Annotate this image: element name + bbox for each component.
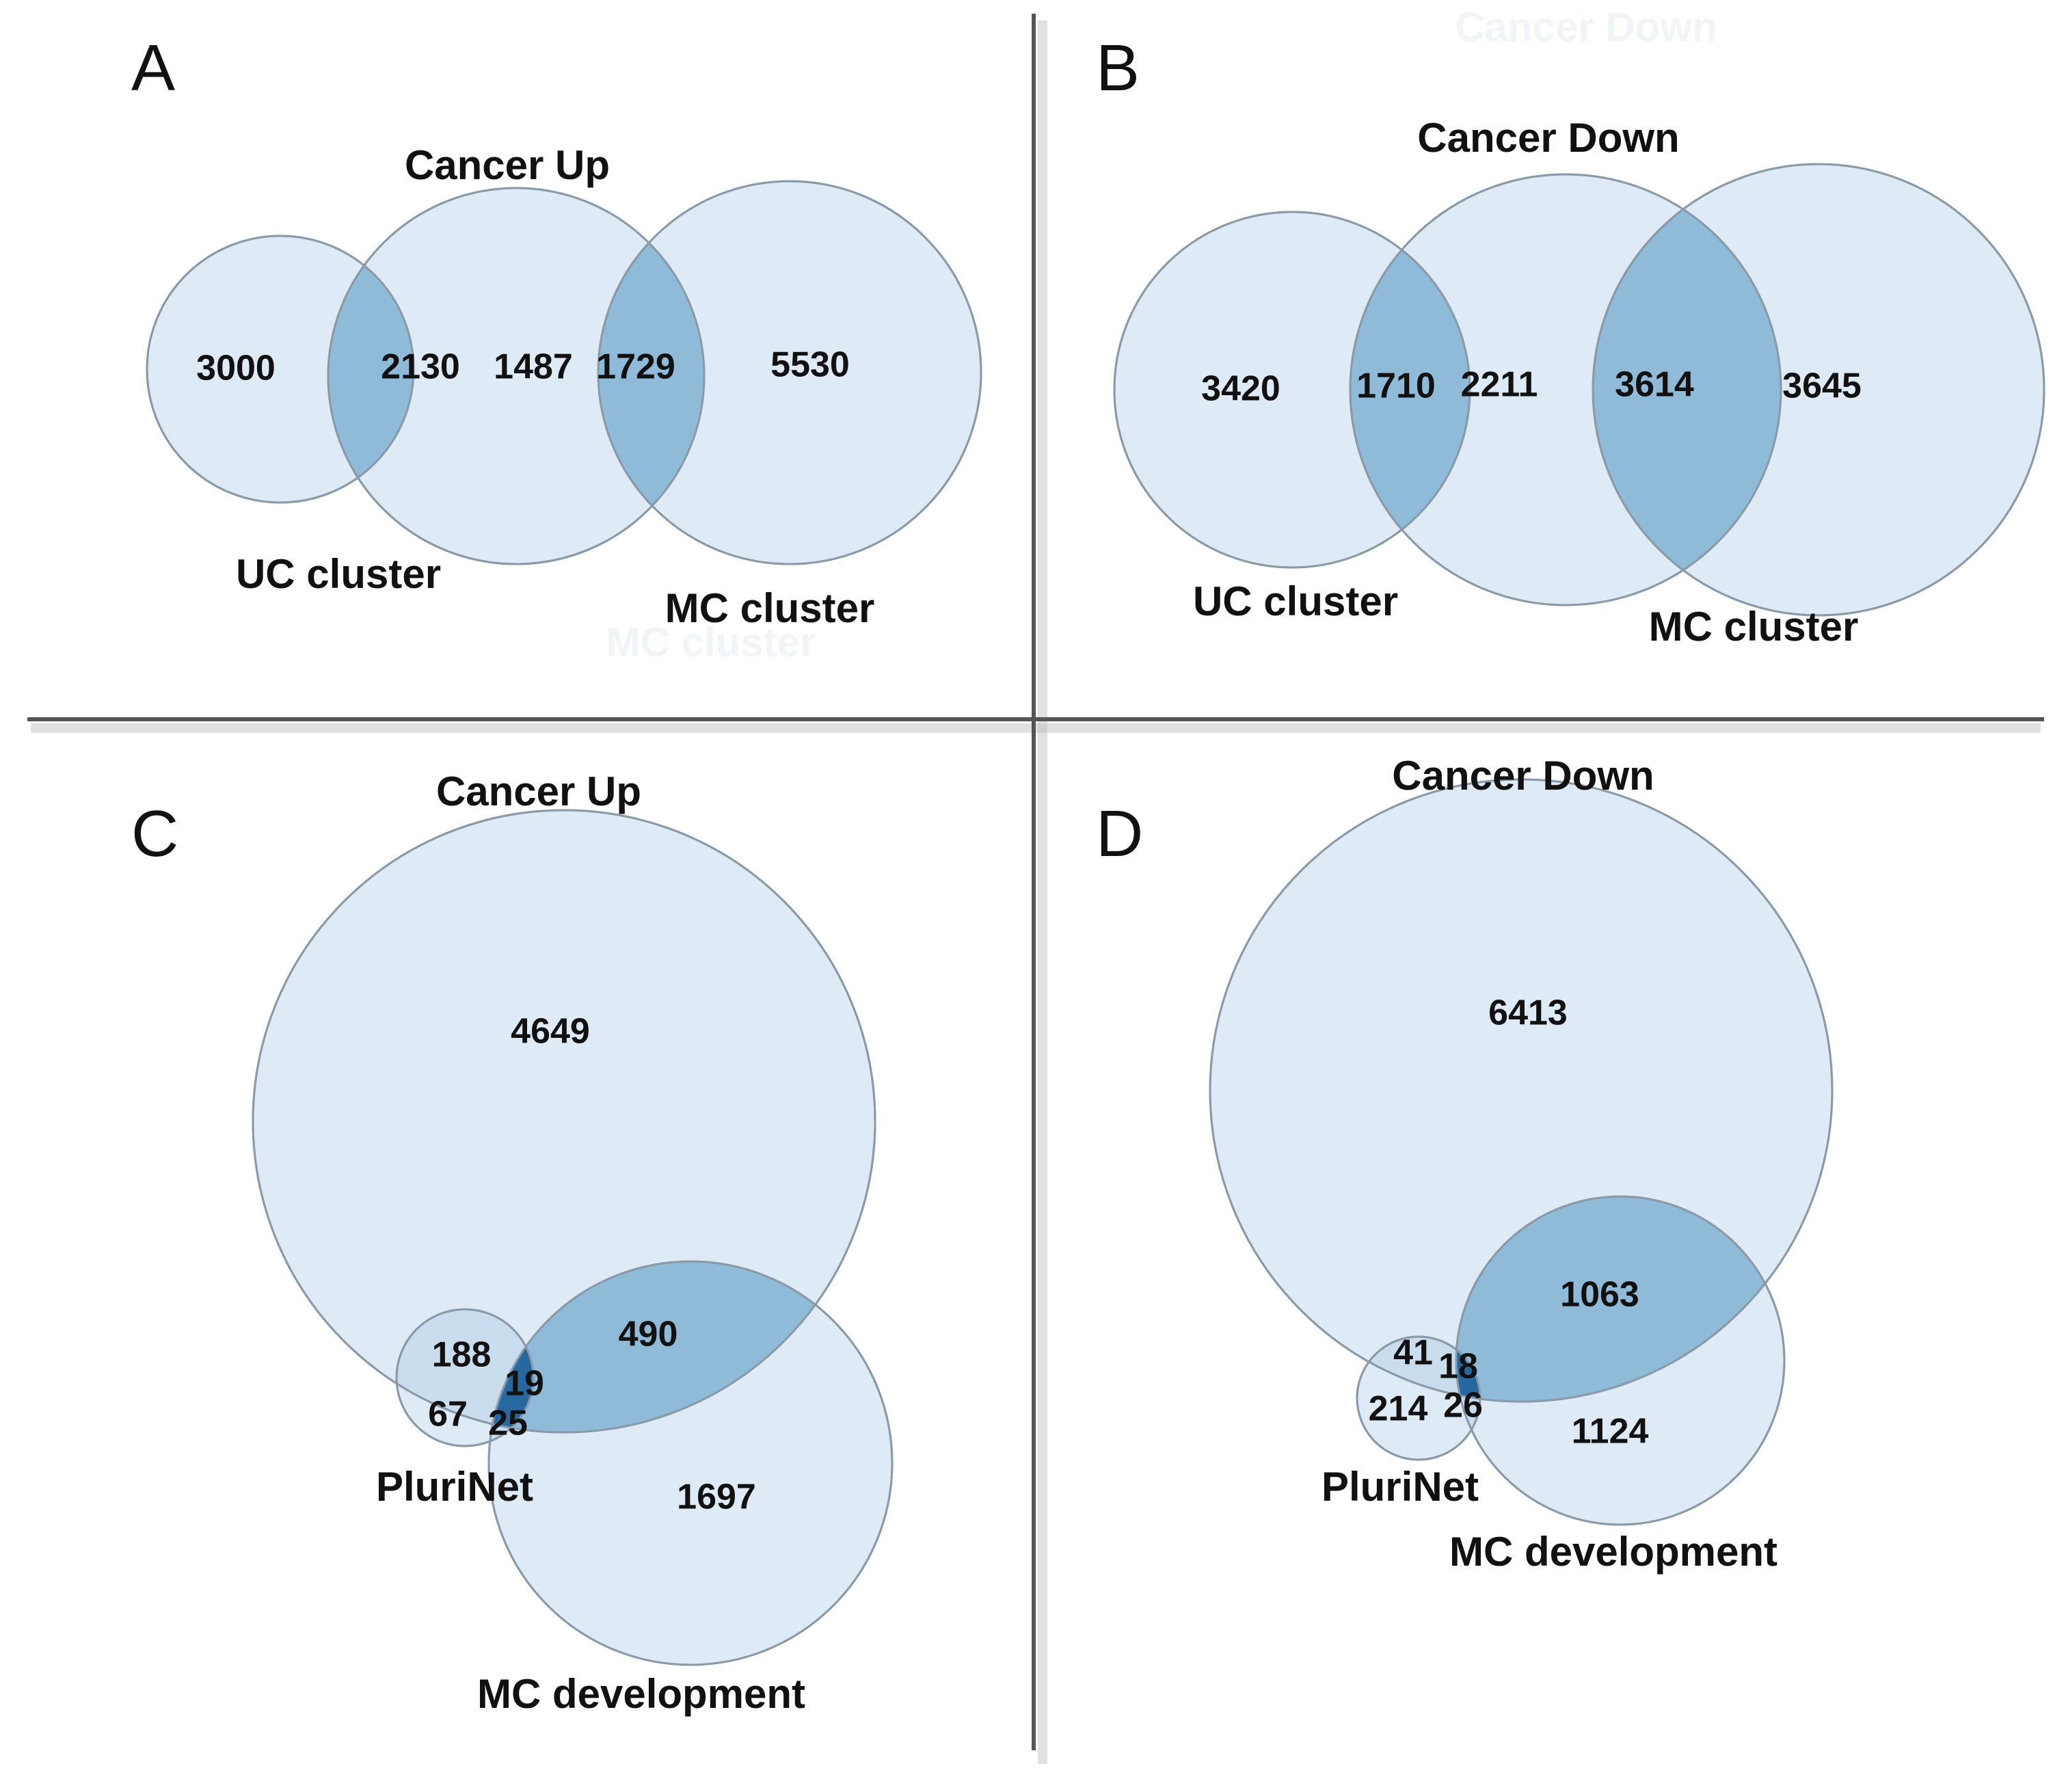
region-count: 2130 <box>381 347 460 387</box>
set-label-cancer: Cancer Down <box>1392 753 1654 799</box>
panel-letter: B <box>1096 31 1140 105</box>
panel-letter: D <box>1096 797 1143 870</box>
cancer-mc-overlap <box>1593 174 1781 605</box>
panel-letter: C <box>131 797 178 870</box>
set-label-mc: MC development <box>477 1671 805 1717</box>
region-count: 6413 <box>1488 993 1568 1033</box>
panel-dividers <box>27 14 2044 1764</box>
panel-c: C Cancer Up PluriNet MC development 4649… <box>131 768 894 1717</box>
set-label-mc: MC cluster <box>665 585 875 631</box>
region-count: 1710 <box>1356 366 1436 406</box>
set-label-uc: UC cluster <box>236 551 441 597</box>
panel-b: B Cancer Down UC cluster MC cluster 3420… <box>1096 31 2045 650</box>
set-label-pluri: PluriNet <box>1322 1464 1479 1510</box>
set-label-uc: UC cluster <box>1193 578 1398 624</box>
region-count: 3614 <box>1615 365 1694 405</box>
region-count: 1487 <box>494 347 573 387</box>
region-count: 19 <box>505 1364 544 1404</box>
region-count: 1697 <box>677 1477 756 1517</box>
region-count: 1063 <box>1560 1275 1639 1315</box>
set-label-pluri: PluriNet <box>376 1464 533 1510</box>
region-count: 2211 <box>1461 365 1538 405</box>
region-count: 1729 <box>596 347 675 387</box>
region-count: 188 <box>432 1335 492 1375</box>
set-label-cancer: Cancer Up <box>405 142 610 188</box>
region-count: 3420 <box>1201 369 1280 409</box>
set-label-cancer: Cancer Down <box>1417 115 1679 161</box>
faint-ghost-text: Cancer Down <box>1455 4 1717 50</box>
region-count: 18 <box>1438 1347 1478 1387</box>
region-count: 3000 <box>196 349 276 388</box>
region-count: 4649 <box>511 1012 590 1052</box>
panel-letter: A <box>131 31 175 105</box>
panel-a: A Cancer Up UC cluster MC cluster 3000 2… <box>131 31 982 631</box>
region-count: 41 <box>1393 1333 1433 1373</box>
region-count: 5530 <box>770 345 850 385</box>
faint-ghost-text: MC cluster <box>606 619 816 665</box>
panel-d: D Cancer Down PluriNet MC development 64… <box>1096 753 1834 1575</box>
set-label-mc: MC development <box>1449 1529 1777 1575</box>
region-count: 490 <box>619 1315 678 1354</box>
set-label-cancer: Cancer Up <box>436 768 641 814</box>
region-count: 1124 <box>1572 1412 1649 1452</box>
set-label-mc: MC cluster <box>1649 604 1859 650</box>
region-count: 214 <box>1369 1389 1428 1429</box>
cancer-mc-overlap <box>1456 1196 1784 1402</box>
region-count: 26 <box>1443 1386 1483 1426</box>
region-count: 3645 <box>1782 366 1862 406</box>
region-count: 67 <box>428 1395 468 1434</box>
region-count: 25 <box>488 1404 528 1443</box>
